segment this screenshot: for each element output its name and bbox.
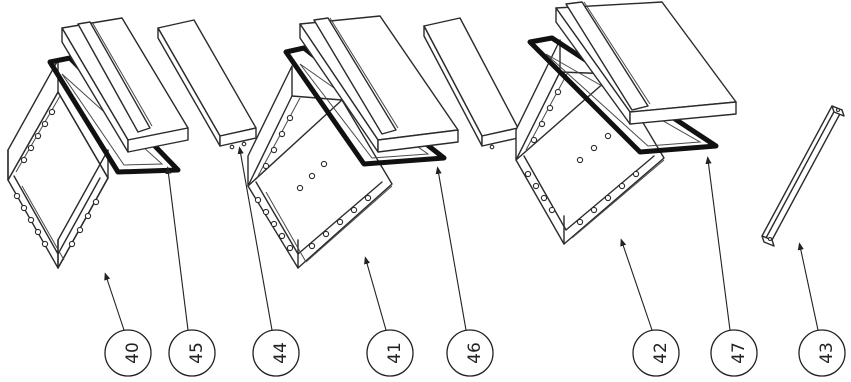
lid-assembly-2 bbox=[299, 15, 459, 153]
lid-assembly-1 bbox=[61, 17, 189, 153]
filter-cartridge-lid-2 bbox=[423, 17, 519, 150]
mounting-rail-43 bbox=[761, 105, 845, 247]
mounting-holes-41 bbox=[254, 114, 372, 252]
filter-cartridge-44 bbox=[157, 19, 257, 150]
leader-lines bbox=[104, 146, 819, 331]
callout-44-label: 44 bbox=[271, 342, 291, 364]
callout-47: 47 bbox=[710, 329, 758, 377]
callout-46: 46 bbox=[446, 329, 494, 377]
callout-42-label: 42 bbox=[651, 342, 671, 364]
callout-43-label: 43 bbox=[817, 342, 837, 364]
callout-41-label: 41 bbox=[385, 342, 405, 364]
mounting-holes-40 bbox=[13, 108, 100, 248]
mounting-holes-42 bbox=[524, 88, 640, 226]
housing-box-40 bbox=[7, 59, 109, 269]
callout-47-label: 47 bbox=[729, 342, 749, 364]
callout-44: 44 bbox=[252, 329, 300, 377]
lid-assembly-3 bbox=[555, 1, 737, 125]
callout-40: 40 bbox=[104, 329, 152, 377]
callout-43: 43 bbox=[798, 329, 846, 377]
housing-box-41 bbox=[247, 65, 393, 269]
callout-45: 45 bbox=[168, 329, 216, 377]
callout-42: 42 bbox=[632, 329, 680, 377]
callout-40-label: 40 bbox=[123, 342, 143, 364]
callout-41: 41 bbox=[366, 329, 414, 377]
callout-45-label: 45 bbox=[187, 342, 207, 364]
callout-46-label: 46 bbox=[465, 342, 485, 364]
